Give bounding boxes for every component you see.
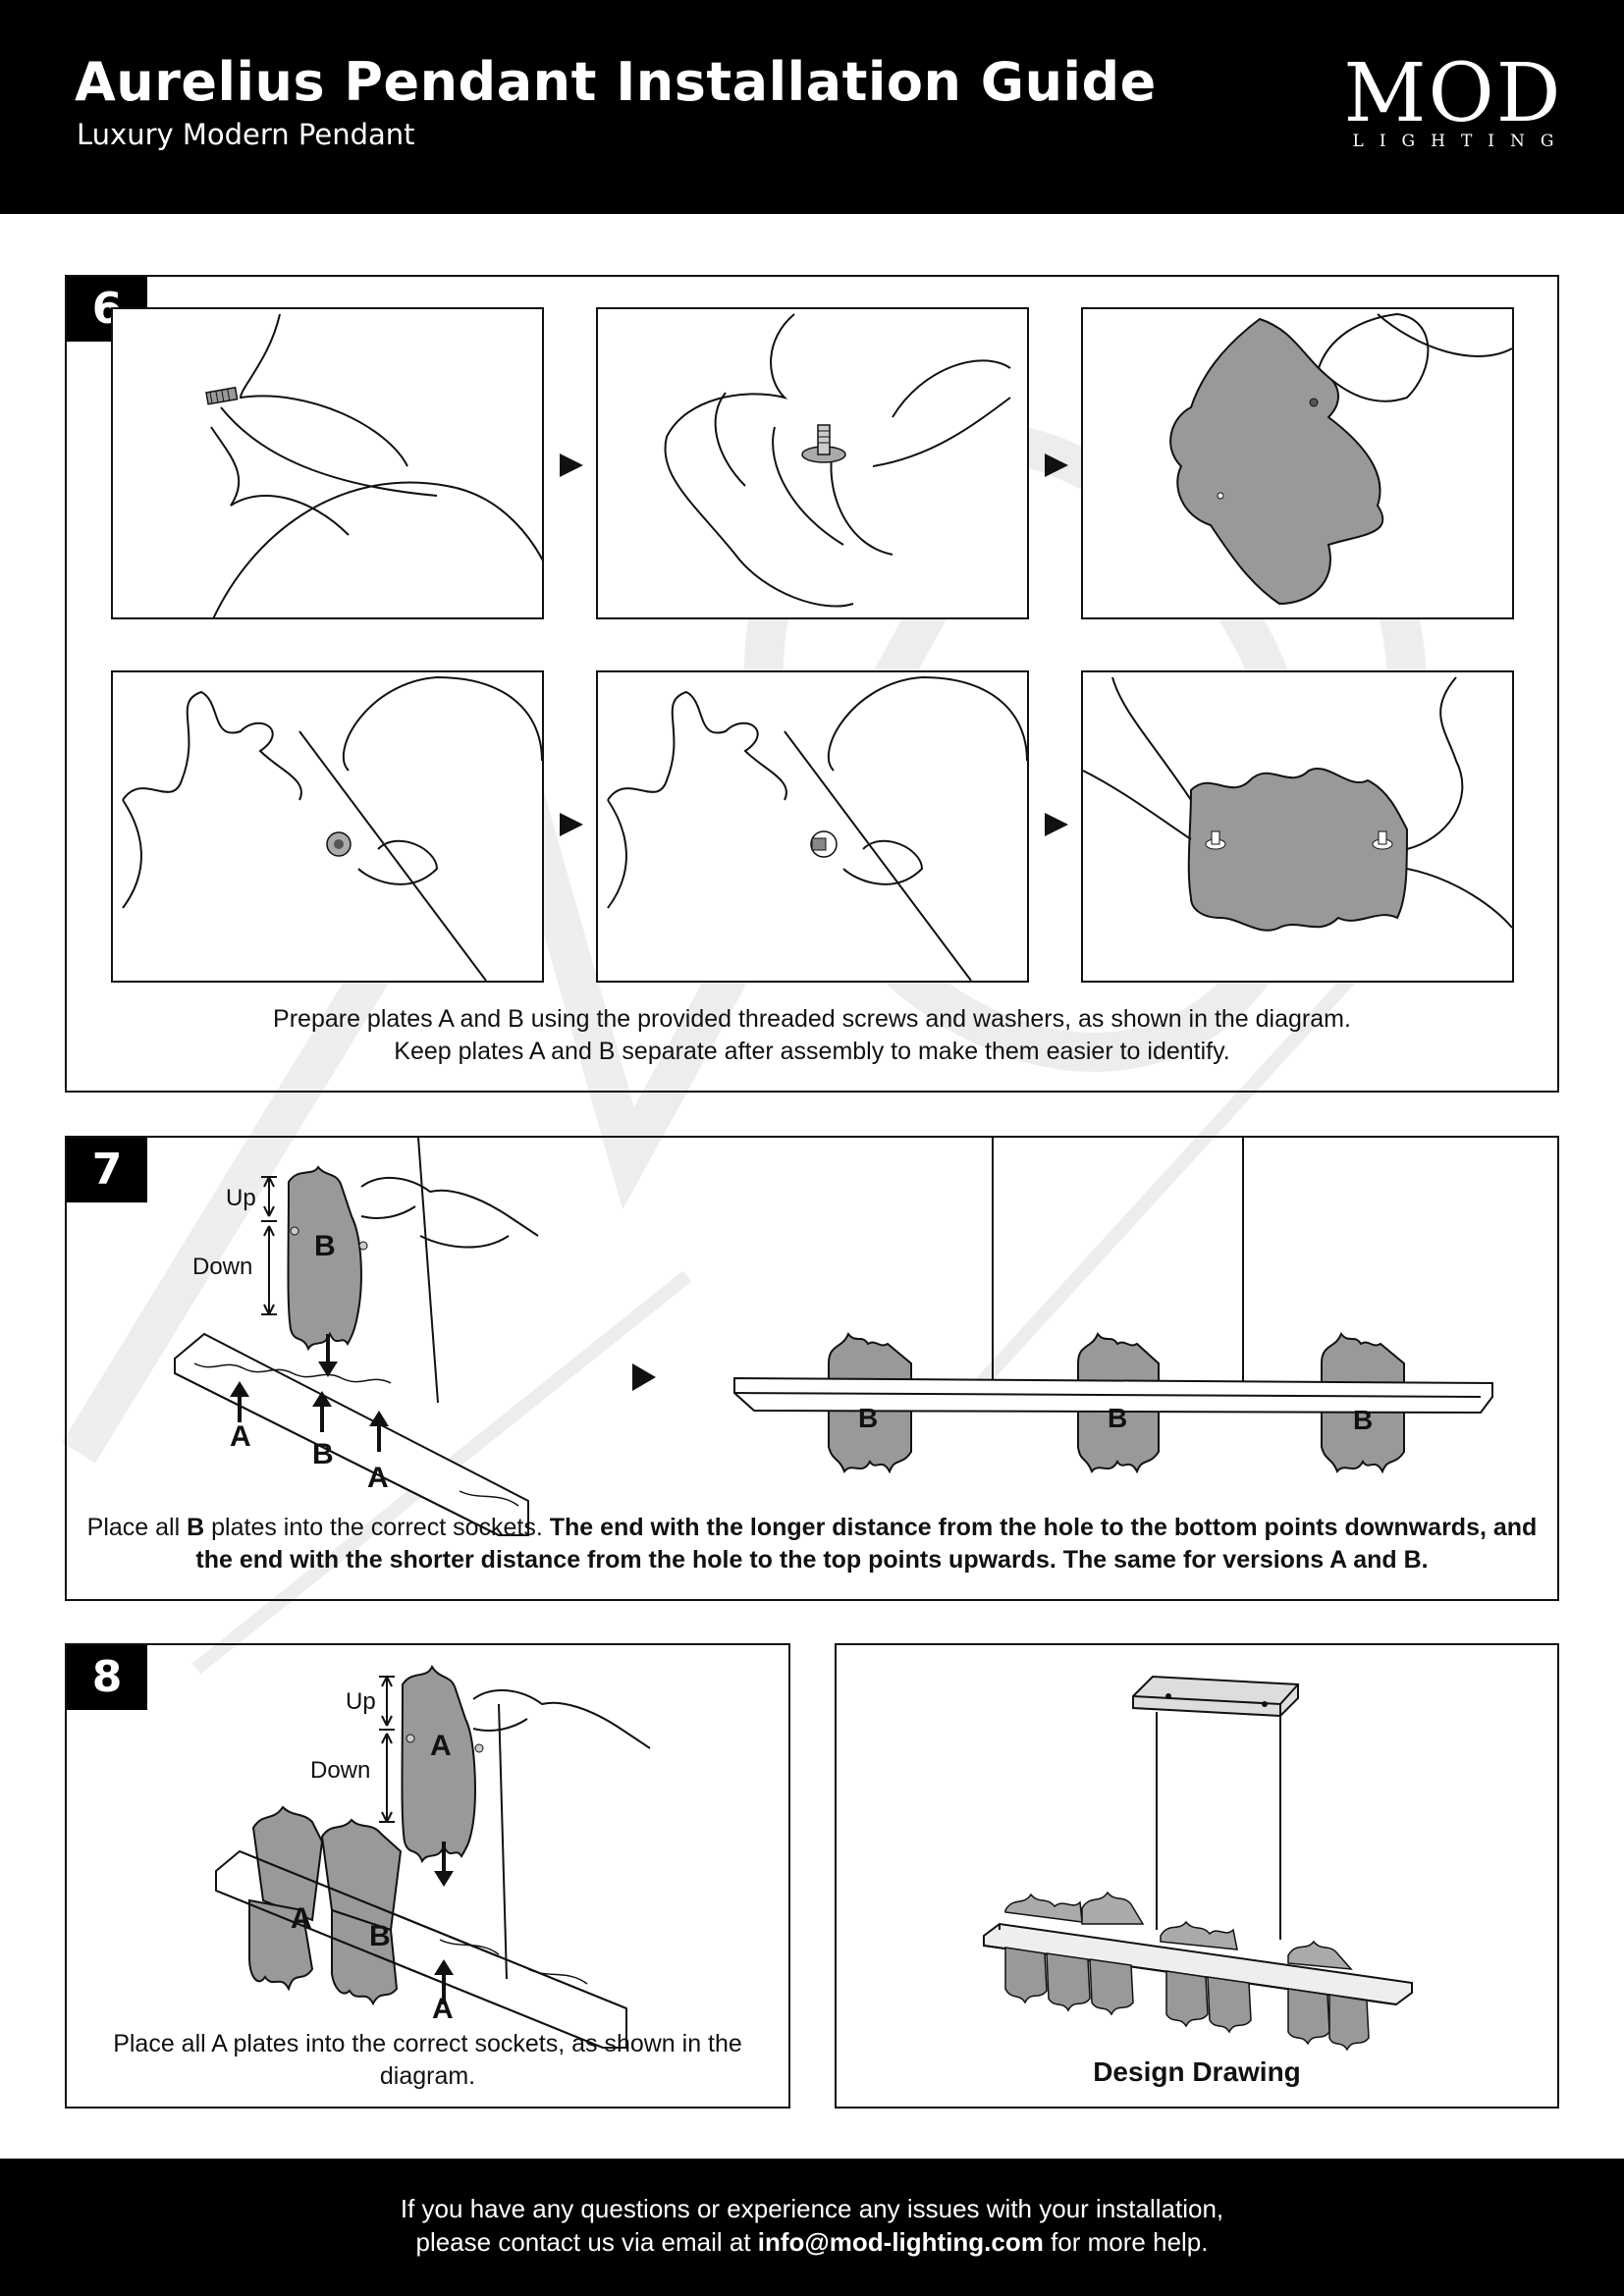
plate-with-hand-illustration: [1169, 312, 1512, 606]
logo-wordmark: MOD: [1343, 47, 1563, 140]
step-6-figure-3: [1081, 307, 1514, 619]
step-6-figure-1: [111, 307, 544, 619]
step-6-figure-6: [1081, 670, 1514, 983]
up-label: Up: [346, 1688, 376, 1715]
logo-tagline: LIGHTING: [1352, 132, 1570, 151]
step-8-caption: Place all A plates into the correct sock…: [113, 2030, 742, 2090]
up-label: Up: [226, 1185, 256, 1211]
step-8-panel: 8 Up Down A A B A Place all A plates int…: [65, 1643, 790, 2109]
play-arrow-icon: [1045, 813, 1068, 836]
brand-logo: MOD LIGHTING: [1335, 47, 1571, 152]
play-arrow-icon: [560, 454, 583, 477]
step-number: 8: [67, 1645, 147, 1710]
socket-a-label: A: [230, 1420, 251, 1453]
page-footer: If you have any questions or experience …: [0, 2159, 1624, 2296]
plate-b-label: B: [1353, 1405, 1374, 1435]
contact-email-link[interactable]: info@mod-lighting.com: [757, 2227, 1044, 2257]
play-arrow-icon: [1045, 454, 1068, 477]
socket-a-label: A: [432, 1993, 454, 2025]
page-subtitle: Luxury Modern Pendant: [77, 118, 415, 151]
pendant-design-illustration: [983, 1675, 1413, 2052]
step-number: 7: [67, 1138, 147, 1202]
design-drawing-caption: Design Drawing: [1093, 2056, 1301, 2087]
footer-line-2-post: for more help.: [1043, 2227, 1209, 2257]
plate-a-label: A: [291, 1902, 312, 1935]
step-6-caption-line-1: Prepare plates A and B using the provide…: [273, 1005, 1351, 1033]
plate-b-label: B: [858, 1403, 879, 1433]
step-8-illustration: [215, 1664, 651, 2049]
page-header: Aurelius Pendant Installation Guide Luxu…: [0, 0, 1624, 214]
assembled-plate-illustration: [1083, 676, 1512, 932]
tighten-screw-illustration: [607, 675, 1027, 981]
washer-screw-illustration: [664, 313, 1011, 608]
step-6-caption: Prepare plates A and B using the provide…: [67, 1003, 1557, 1068]
plate-b-label: B: [369, 1920, 391, 1952]
plate-b-label: B: [1108, 1403, 1128, 1433]
step-6-figure-2: [596, 307, 1029, 619]
down-label: Down: [310, 1757, 371, 1784]
step-6-caption-line-2: Keep plates A and B separate after assem…: [394, 1038, 1230, 1065]
step-7-caption-bold: The end with the longer distance from th…: [195, 1514, 1538, 1574]
step-6-figure-5: [596, 670, 1029, 983]
hand-screw-illustration: [205, 313, 542, 617]
footer-line-2-pre: please contact us via email at: [415, 2227, 758, 2257]
step-7-caption-mid: plates into the correct sockets.: [204, 1514, 550, 1541]
screw-into-plate-illustration: [122, 675, 542, 981]
footer-text: If you have any questions or experience …: [0, 2192, 1624, 2259]
play-arrow-icon: [560, 813, 583, 836]
step-6-panel: 6: [65, 275, 1559, 1093]
footer-line-2: please contact us via email at info@mod-…: [0, 2225, 1624, 2259]
socket-a-label: A: [367, 1462, 389, 1494]
plate-a-label: A: [430, 1730, 452, 1762]
plate-b-label: B: [314, 1230, 336, 1262]
step-6-figure-4: [111, 670, 544, 983]
socket-b-label: B: [312, 1438, 334, 1470]
step-7-illustration: [174, 1138, 1493, 1536]
step-7-panel: 7: [65, 1136, 1559, 1601]
footer-line-1: If you have any questions or experience …: [400, 2194, 1224, 2223]
step-7-caption-bold-b: B: [187, 1514, 205, 1541]
design-drawing-panel: Design Drawing: [835, 1643, 1559, 2109]
step-7-caption: Place all B plates into the correct sock…: [71, 1512, 1553, 1576]
page-title: Aurelius Pendant Installation Guide: [75, 51, 1157, 113]
down-label: Down: [192, 1254, 253, 1280]
step-7-caption-pre: Place all: [86, 1514, 188, 1541]
